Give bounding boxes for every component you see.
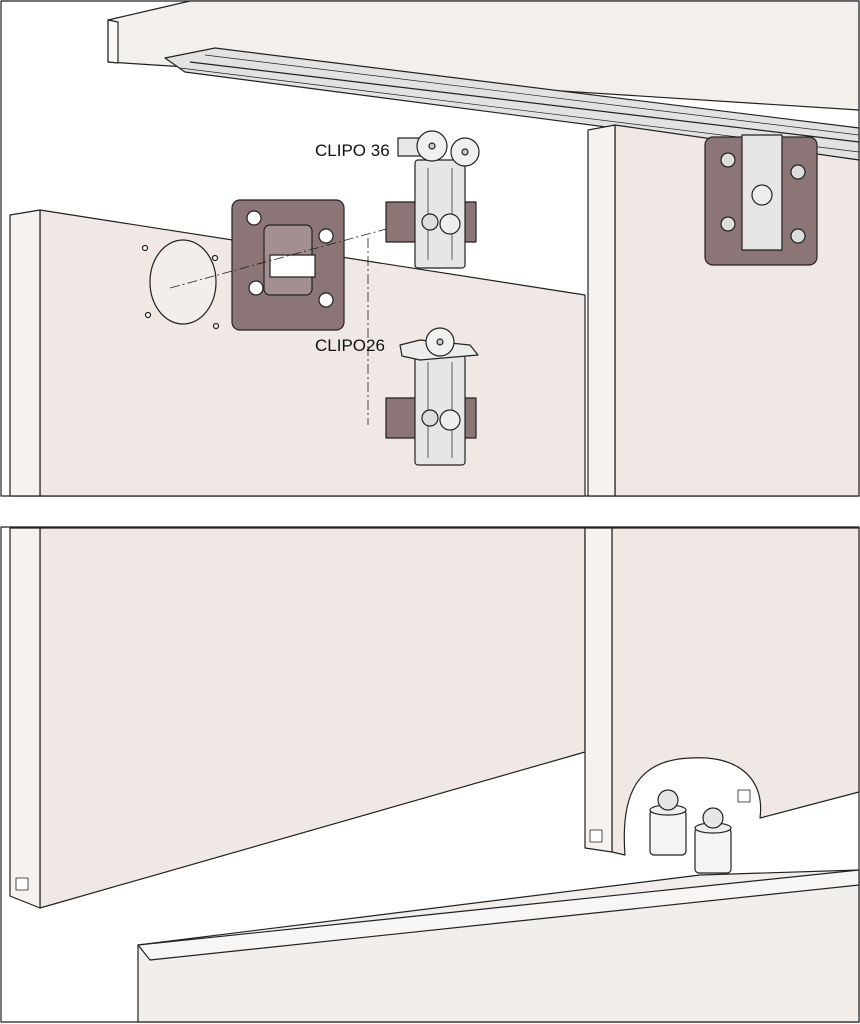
clipo26-hardware [385,327,479,466]
top-illustration: CLIPO 36 CLIPO26 [0,0,860,497]
clipo36-hardware [385,130,480,269]
floor-guide-rollers [649,789,732,874]
drill-hole [141,239,220,330]
bottom-illustration [0,526,860,1023]
right-door-bottom [611,527,860,856]
floor-slab [137,869,860,1023]
mounted-clip-right [704,134,818,266]
top-rail [164,47,860,161]
label-clipo26: CLIPO26 [315,336,385,355]
label-clipo36: CLIPO 36 [315,141,390,160]
mounting-plate [231,199,345,331]
